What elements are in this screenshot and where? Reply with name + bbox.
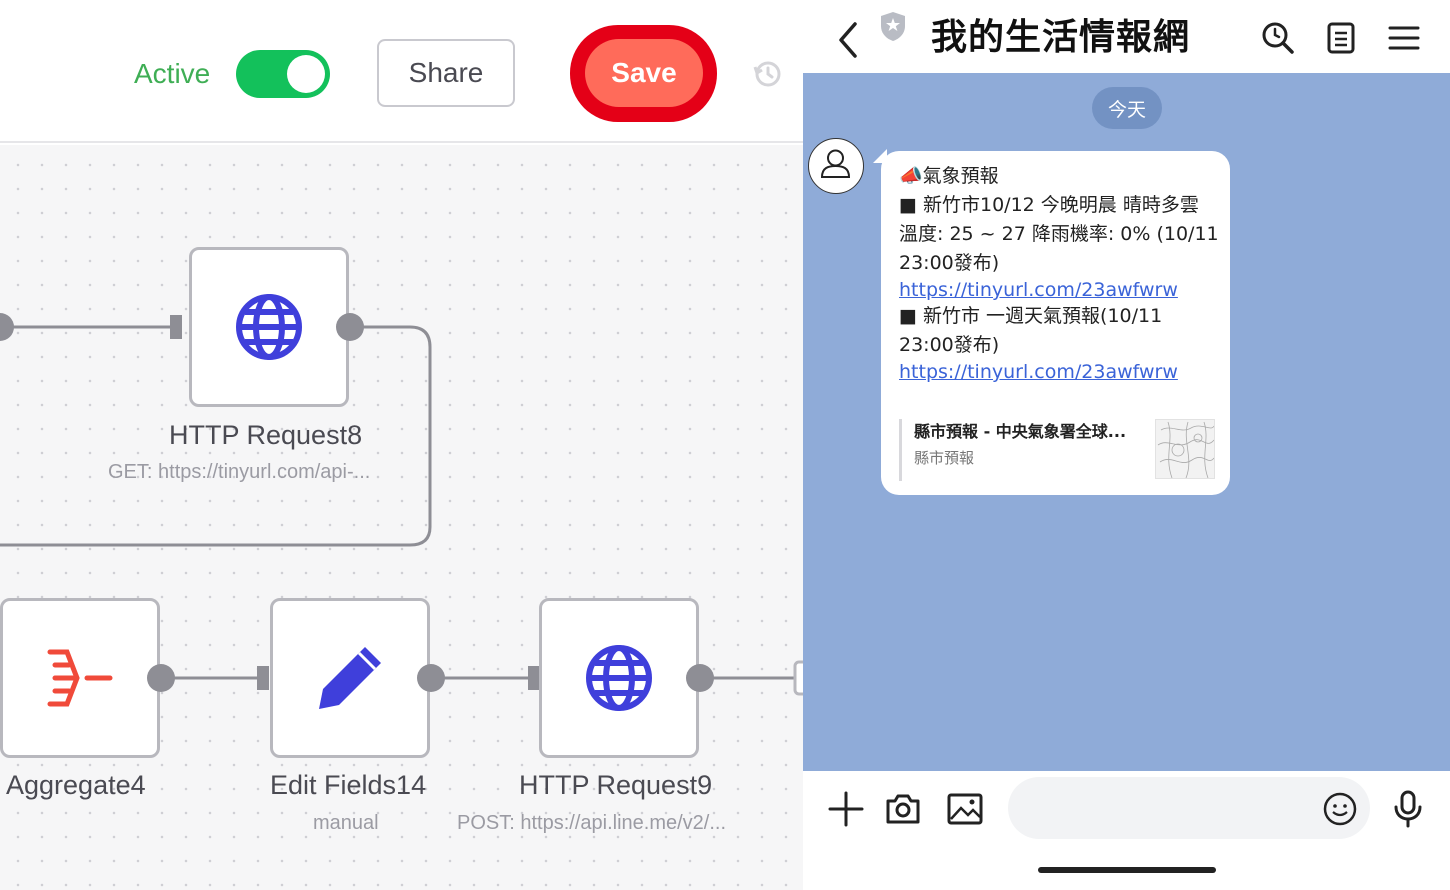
date-divider: 今天	[1092, 87, 1162, 129]
node-edit-fields14[interactable]	[270, 598, 430, 758]
map-thumbnail-icon	[1157, 421, 1214, 478]
home-indicator	[1038, 867, 1216, 873]
node-title: Aggregate4	[6, 770, 146, 800]
aggregate-icon	[47, 649, 113, 707]
line-chat: 我的生活情報網 今天 📣氣象預報 ■ 新竹市10/12 今晚明晨 晴時多雲 溫度…	[803, 0, 1450, 890]
verified-shield-icon	[881, 12, 905, 41]
node-aggregate4[interactable]	[0, 598, 160, 758]
plus-icon[interactable]	[826, 789, 866, 829]
editor-toolbar: Active Share Save	[0, 0, 803, 143]
active-toggle[interactable]	[236, 50, 330, 98]
search-icon[interactable]	[1260, 20, 1296, 56]
toggle-knob	[287, 55, 325, 93]
message-line: ■ 新竹市10/12 今晚明晨 晴時多雲	[899, 194, 1199, 216]
preview-title: 縣市預報 - 中央氣象署全球...	[914, 422, 1127, 441]
message-link[interactable]: https://tinyurl.com/23awfwrw	[899, 279, 1178, 301]
history-icon[interactable]	[752, 58, 784, 90]
node-subtitle: POST: https://api.line.me/v2/...	[457, 812, 727, 834]
camera-icon[interactable]	[883, 789, 923, 829]
connection-lines	[0, 315, 803, 696]
output-port[interactable]	[417, 664, 445, 692]
image-icon[interactable]	[945, 789, 985, 829]
avatar[interactable]	[808, 138, 864, 194]
globe-icon	[586, 645, 652, 711]
node-subtitle: manual	[313, 812, 379, 834]
chat-input-bar	[803, 771, 1450, 890]
microphone-icon[interactable]	[1388, 789, 1428, 829]
message-line: 溫度: 25 ~ 27 降雨機率: 0% (10/11	[899, 223, 1219, 245]
message-link[interactable]: https://tinyurl.com/23awfwrw	[899, 361, 1178, 383]
chat-header: 我的生活情報網	[803, 0, 1450, 73]
globe-icon	[236, 294, 302, 360]
output-port[interactable]	[0, 313, 14, 341]
node-title: HTTP Request8	[169, 420, 363, 450]
node-title: HTTP Request9	[519, 770, 713, 800]
output-port[interactable]	[147, 664, 175, 692]
preview-subtitle: 縣市預報	[914, 449, 975, 467]
active-label: Active	[134, 58, 211, 89]
workflow-canvas[interactable]: HTTP Request8 GET: https://tinyurl.com/a…	[0, 145, 803, 890]
message-line: ■ 新竹市 一週天氣預報(10/11	[899, 305, 1163, 327]
node-http-request9[interactable]	[539, 598, 699, 758]
chat-messages[interactable]: 今天 📣氣象預報 ■ 新竹市10/12 今晚明晨 晴時多雲 溫度: 25 ~ 2…	[803, 73, 1450, 771]
link-preview-card[interactable]: 縣市預報 - 中央氣象署全球... 縣市預報	[899, 419, 1215, 481]
preview-thumbnail	[1155, 419, 1215, 479]
node-subtitle: GET: https://tinyurl.com/api-...	[108, 461, 371, 483]
menu-icon[interactable]	[1386, 20, 1422, 56]
message-bubble[interactable]: 📣氣象預報 ■ 新竹市10/12 今晚明晨 晴時多雲 溫度: 25 ~ 27 降…	[881, 151, 1230, 495]
message-line: 23:00發布)	[899, 252, 1000, 274]
user-icon	[820, 149, 851, 178]
emoji-icon[interactable]	[1320, 789, 1360, 829]
message-line: 📣氣象預報	[899, 165, 999, 187]
notes-icon[interactable]	[1323, 20, 1359, 56]
chat-title: 我的生活情報網	[931, 17, 1191, 58]
workflow-editor: Active Share Save	[0, 0, 803, 890]
share-button[interactable]: Share	[377, 39, 515, 107]
output-port[interactable]	[686, 664, 714, 692]
back-icon[interactable]	[833, 20, 863, 60]
message-input[interactable]	[1008, 777, 1370, 839]
node-http-request8[interactable]	[189, 247, 349, 407]
save-button[interactable]: Save	[585, 39, 703, 107]
output-port[interactable]	[336, 313, 364, 341]
pencil-icon	[319, 647, 381, 709]
node-title: Edit Fields14	[270, 770, 427, 800]
message-line: 23:00發布)	[899, 334, 1000, 356]
